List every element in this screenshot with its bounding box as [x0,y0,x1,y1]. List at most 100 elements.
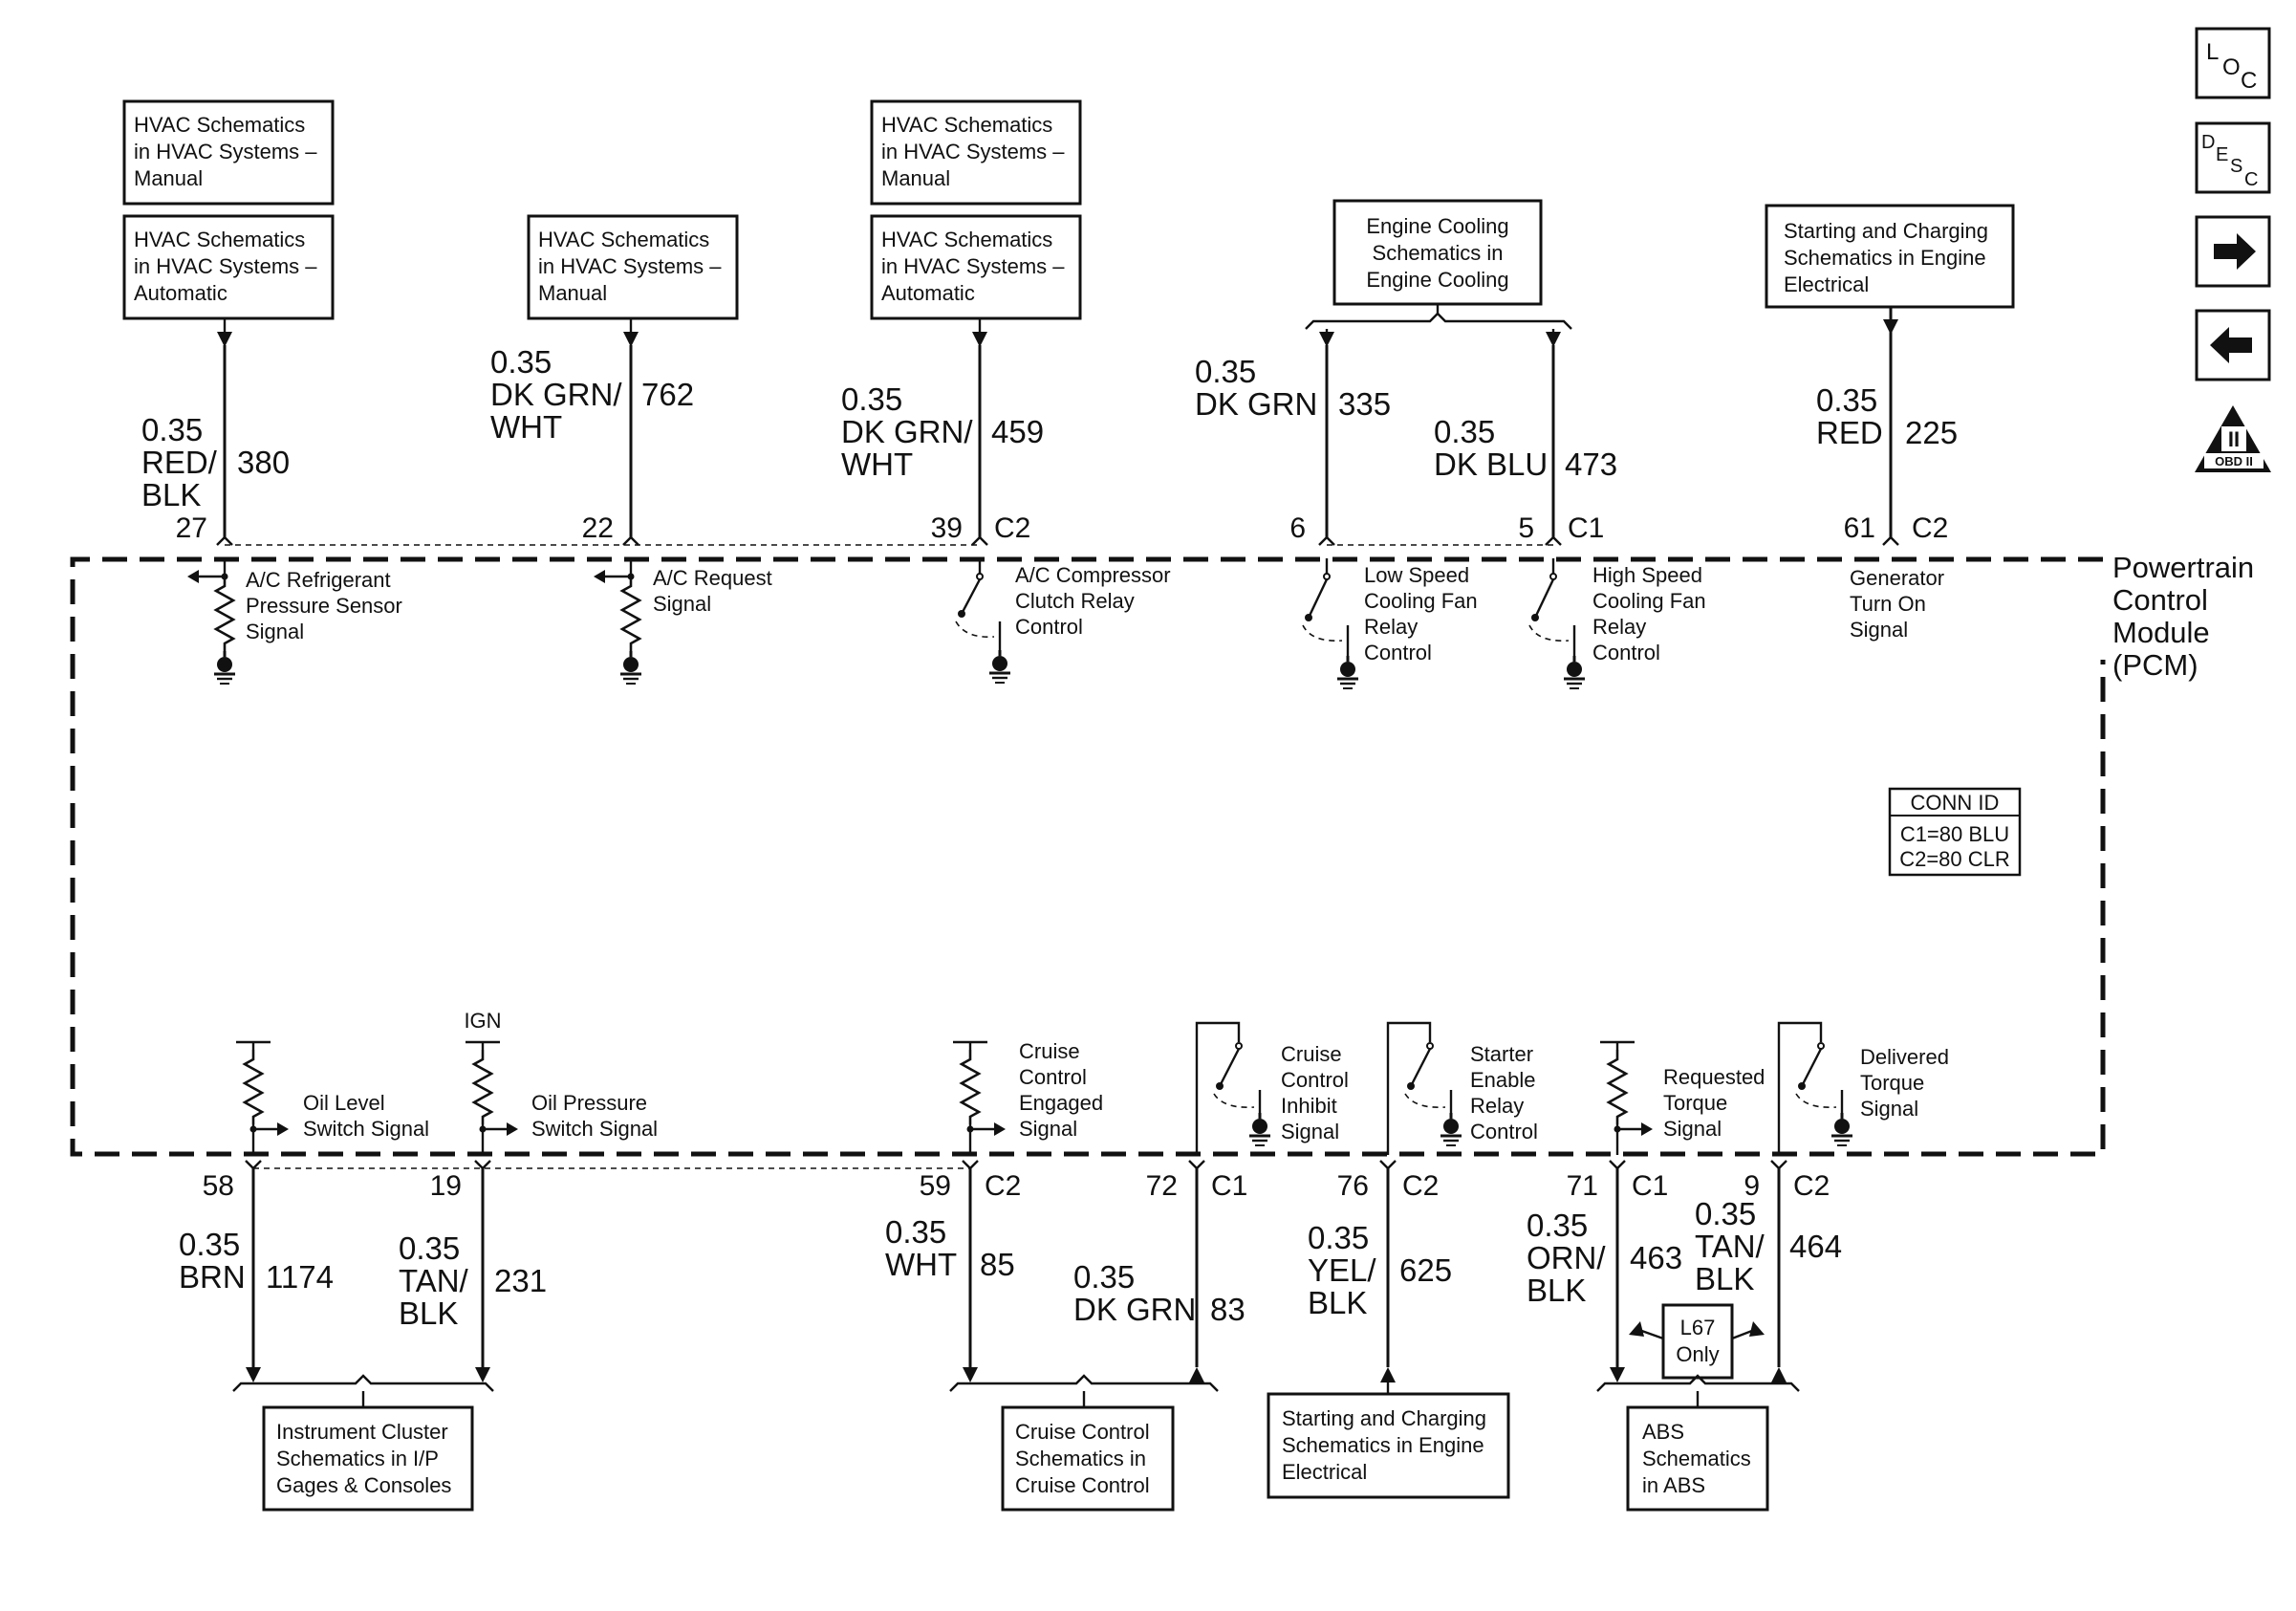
svg-text:O: O [2222,54,2241,80]
wire-gauge: 0.35 [1527,1208,1588,1243]
loc-icon[interactable]: L O C [2195,27,2271,99]
box-line: Engine Cooling [1366,268,1508,292]
svg-text:E: E [2216,144,2228,165]
circuit-requested-torque: Requested Torque Signal [1600,1040,1765,1155]
wire-circuit: 762 [641,377,694,412]
box-line: Manual [881,166,950,190]
box-line: Manual [538,281,607,305]
signal-label: A/C Request [653,566,772,590]
signal-label: Signal [1860,1097,1918,1121]
signal-label: Turn On [1850,592,1926,616]
signal-label: Signal [1019,1117,1077,1141]
box-engine-cooling[interactable]: Engine Cooling Schematics in Engine Cool… [1332,199,1543,306]
obd-ii-icon[interactable]: II OBD II [2195,405,2271,472]
wire-83: 72 C1 0.35 DK GRN 83 [1073,1160,1247,1382]
circuit-oil-level-switch: Oil Level Switch Signal [236,1040,429,1155]
wire-color: DK BLU [1434,446,1548,482]
l67-only-box: L67 Only [1629,1303,1765,1380]
svg-text:S: S [2230,156,2242,177]
signal-label: High Speed [1592,563,1702,587]
wire-1174: 58 0.35 BRN 1174 [179,1160,334,1382]
pin-number: 39 [931,512,963,544]
wire-color: RED/ [141,445,218,480]
box-line: in HVAC Systems – [538,254,722,278]
connector-id: C2 [994,512,1030,544]
wire-color: RED [1816,415,1883,450]
pin-number: 9 [1744,1170,1760,1202]
conn-id-title: CONN ID [1911,791,2000,815]
wire-231: 19 0.35 TAN/ BLK 231 [399,1160,547,1382]
pin-number: 61 [1844,512,1875,544]
signal-label: Low Speed [1364,563,1469,587]
box-line: Automatic [134,281,227,305]
signal-label: Enable [1470,1068,1536,1092]
signal-label: Control [1019,1065,1087,1089]
left-arrow-icon[interactable] [2195,309,2271,381]
wire-circuit: 464 [1789,1229,1842,1264]
wire-color: TAN/ [399,1263,469,1298]
signal-label: A/C Compressor [1015,563,1171,587]
circuit-low-speed-fan-relay: Low Speed Cooling Fan Relay Control [1302,558,1478,690]
obd-symbol: II [2228,427,2240,451]
signal-label: Cruise [1019,1039,1080,1063]
desc-icon[interactable]: D E S C [2195,121,2271,194]
signal-label: Cooling Fan [1364,589,1478,613]
wire-circuit: 85 [980,1247,1015,1282]
wire-459: 0.35 DK GRN/ WHT 459 39 C2 [841,332,1044,546]
wire-625: 76 C2 0.35 YEL/ BLK 625 [1308,1160,1452,1382]
signal-label: Relay [1592,615,1646,639]
box-line: Starting and Charging [1282,1406,1486,1430]
signal-label: Inhibit [1281,1094,1337,1118]
svg-text:L: L [2206,39,2219,65]
wire-225: 0.35 RED 225 61 C2 [1816,307,1958,546]
box-line: HVAC Schematics [134,228,305,251]
signal-label: Control [1015,615,1083,639]
wire-gauge: 0.35 [1308,1220,1369,1255]
box-line: ABS [1642,1420,1684,1444]
box-hvac-manual-3[interactable]: HVAC Schematics in HVAC Systems – Manual [870,99,1082,206]
l67-label: L67 [1680,1316,1716,1339]
svg-text:C: C [2241,68,2257,94]
box-line: Schematics in I/P [276,1447,439,1470]
box-hvac-manual-1[interactable]: HVAC Schematics in HVAC Systems – Manual [122,99,335,206]
pcm-label-line: Control [2112,583,2208,617]
pin-number: 5 [1518,512,1534,544]
signal-label: Signal [1281,1120,1339,1143]
circuit-ac-request: A/C Request Signal [594,558,772,686]
conn-id-line: C1=80 BLU [1900,822,2009,846]
signal-label: Control [1592,641,1660,664]
box-instrument-cluster[interactable]: Instrument Cluster Schematics in I/P Gag… [262,1405,474,1512]
box-cruise-control[interactable]: Cruise Control Schematics in Cruise Cont… [1001,1405,1175,1512]
wire-gauge: 0.35 [1073,1259,1135,1295]
conn-id-box: CONN ID C1=80 BLU C2=80 CLR [1888,787,2022,877]
ign-label: IGN [464,1009,501,1033]
wire-335: 0.35 DK GRN 335 6 [1195,332,1391,546]
bracket-abs [1596,1374,1800,1392]
pin-number: 6 [1289,512,1306,544]
wire-circuit: 335 [1338,386,1391,422]
box-hvac-manual-2[interactable]: HVAC Schematics in HVAC Systems – Manual [527,214,739,320]
box-line: Starting and Charging [1784,219,1988,243]
signal-label: Cooling Fan [1592,589,1706,613]
wire-gauge: 0.35 [399,1230,460,1266]
signal-label: Oil Pressure [531,1091,647,1115]
box-starting-charging-top[interactable]: Starting and Charging Schematics in Engi… [1765,204,2015,309]
box-hvac-auto-1[interactable]: HVAC Schematics in HVAC Systems – Automa… [122,214,335,320]
wire-color: TAN/ [1695,1229,1765,1264]
box-hvac-auto-3[interactable]: HVAC Schematics in HVAC Systems – Automa… [870,214,1082,320]
signal-label: Control [1281,1068,1349,1092]
box-line: Schematics in [1015,1447,1146,1470]
wire-circuit: 463 [1630,1240,1682,1275]
wire-circuit: 1174 [266,1259,334,1295]
circuit-cruise-engaged: Cruise Control Engaged Signal [953,1039,1103,1155]
box-line: Schematics in Engine [1282,1433,1484,1457]
wire-circuit: 231 [494,1263,547,1298]
wire-463: 71 C1 0.35 ORN/ BLK 463 [1527,1160,1682,1382]
box-starting-charging-bottom[interactable]: Starting and Charging Schematics in Engi… [1267,1392,1510,1499]
circuit-delivered-torque: Delivered Torque Signal [1777,1021,1949,1155]
wire-473: 0.35 DK BLU 473 5 C1 [1434,332,1617,546]
box-abs[interactable]: ABS Schematics in ABS [1626,1405,1769,1512]
right-arrow-icon[interactable] [2195,215,2271,288]
signal-label: Signal [246,620,304,643]
